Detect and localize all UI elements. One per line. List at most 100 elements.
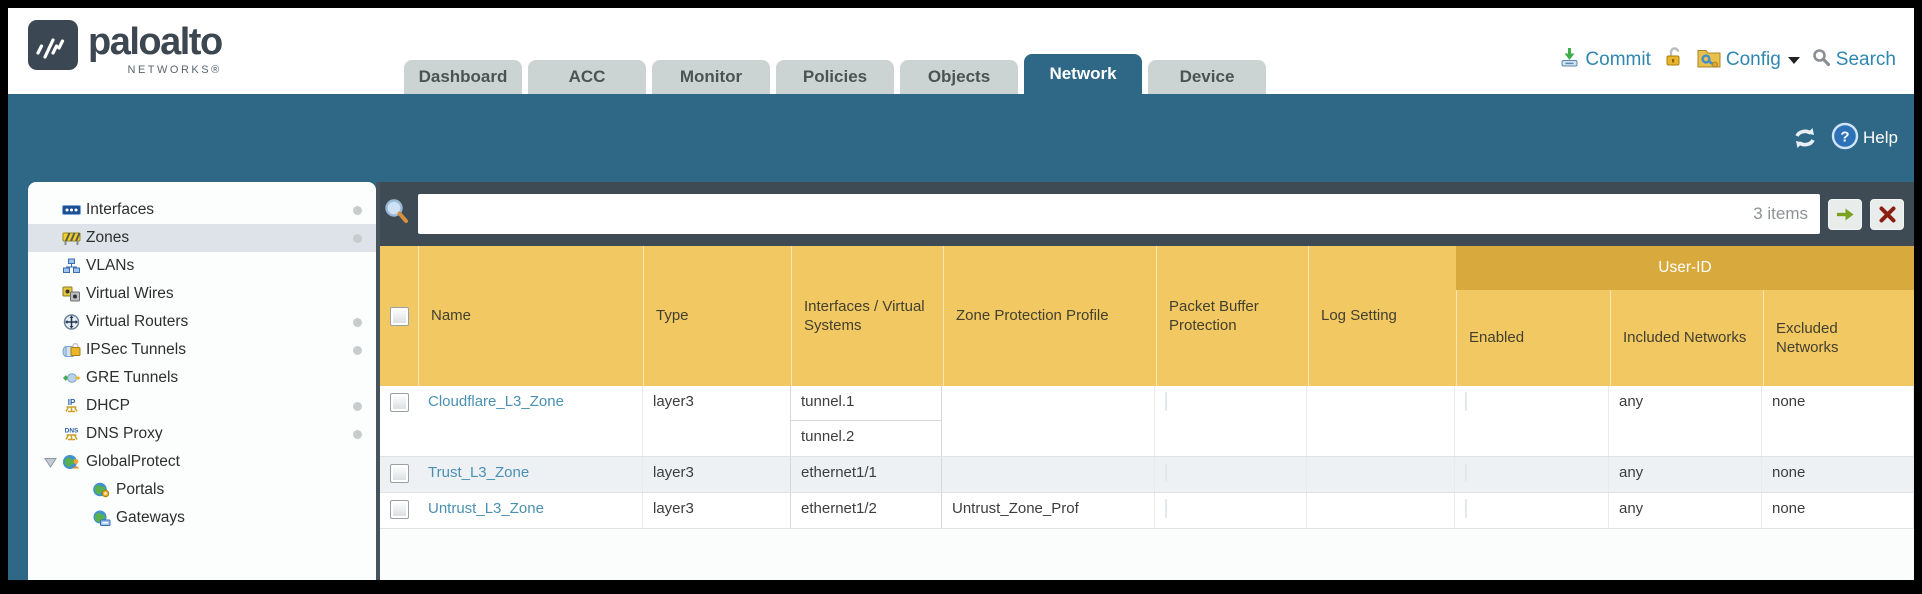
commit-label: Commit [1585,49,1651,70]
virtual-wires-icon [62,286,86,302]
sidebar-item-virtual-routers[interactable]: Virtual Routers [28,308,376,336]
row-checkbox[interactable] [389,393,409,412]
col-header-type[interactable]: Type [643,246,791,386]
help-icon: ? [1831,122,1859,155]
logo-subtext: NETWORKS® [127,64,222,76]
sidebar-item-interfaces[interactable]: Interfaces [28,196,376,224]
dhcp-icon: IP [62,398,86,414]
interface-item: ethernet1/1 [801,464,877,481]
zone-name-cell: Cloudflare_L3_Zone [418,386,643,456]
tab-policies[interactable]: Policies [776,60,894,94]
included-networks-cell: any [1609,457,1762,492]
user-id-enabled-checkbox [1465,499,1467,518]
row-select-cell [380,493,418,528]
sidebar-item-label: Zones [86,229,130,246]
refresh-icon[interactable] [1791,126,1819,150]
config-dropdown[interactable]: Config [1697,47,1800,74]
status-dot [353,401,362,411]
row-select-cell [380,386,418,456]
col-header-excluded-networks[interactable]: Excluded Networks [1763,246,1914,386]
tab-monitor[interactable]: Monitor [652,60,770,94]
row-checkbox[interactable] [389,500,409,519]
commit-button[interactable]: Commit [1559,47,1651,74]
svg-text:DNS: DNS [65,428,79,435]
included-networks-cell: any [1609,493,1762,528]
tab-acc[interactable]: ACC [528,60,646,94]
gateways-icon [92,510,116,526]
sidebar-item-label: Virtual Wires [86,285,174,302]
paloalto-logo: paloalto NETWORKS® [28,20,223,76]
col-header-zone-protection-profile[interactable]: Zone Protection Profile [943,246,1156,386]
item-count: 3 items [1753,204,1808,223]
help-button[interactable]: ? Help [1831,122,1898,155]
zone-name-link[interactable]: Cloudflare_L3_Zone [428,393,564,410]
user-id-enabled-cell [1455,457,1609,492]
help-label: Help [1863,128,1898,147]
packet-buffer-protection-cell [1155,493,1307,528]
sidebar-item-label: Virtual Routers [86,313,189,330]
sidebar-item-label: DHCP [86,397,130,414]
config-label: Config [1725,49,1781,70]
zones-table-header: Name Type Interfaces / Virtual Systems Z… [380,246,1914,386]
zone-name-link[interactable]: Trust_L3_Zone [428,464,530,481]
status-dot [353,429,362,439]
sidebar-item-label: VLANs [86,257,135,274]
col-header-included-networks[interactable]: Included Networks [1610,246,1763,386]
sidebar-item-ipsec-tunnels[interactable]: IPSec Tunnels [28,336,376,364]
sidebar-item-zones[interactable]: Zones [28,224,376,252]
select-all-checkbox[interactable] [389,306,409,326]
packet-buffer-checkbox [1165,499,1167,518]
row-select-cell [380,457,418,492]
sidebar-item-gre-tunnels[interactable]: GRE Tunnels [28,364,376,392]
sidebar-item-globalprotect[interactable]: GlobalProtect [28,448,376,476]
tab-objects[interactable]: Objects [900,60,1018,94]
svg-text:IP: IP [68,398,76,407]
excluded-networks-cell: none [1762,493,1914,528]
status-dot [353,233,362,243]
search-button[interactable]: Search [1812,48,1896,73]
status-dot [353,205,362,215]
col-header-interfaces[interactable]: Interfaces / Virtual Systems [791,246,943,386]
expander-icon[interactable] [44,457,62,468]
sidebar-item-dhcp[interactable]: IP DHCP [28,392,376,420]
col-header-packet-buffer-protection[interactable]: Packet Buffer Protection [1156,246,1308,386]
lock-icon[interactable] [1663,46,1685,74]
tab-network[interactable]: Network [1024,54,1142,94]
sidebar-item-label: GlobalProtect [86,453,180,470]
search-icon [1812,48,1831,73]
virtual-routers-icon [62,314,86,330]
sidebar-item-label: Portals [116,481,165,498]
sidebar-item-vlans[interactable]: VLANs [28,252,376,280]
tab-dashboard[interactable]: Dashboard [404,60,522,94]
search-label: Search [1835,49,1896,70]
user-id-enabled-checkbox [1465,463,1467,482]
apply-filter-button[interactable] [1828,198,1862,230]
zone-name-link[interactable]: Untrust_L3_Zone [428,500,544,517]
packet-buffer-protection-cell [1155,457,1307,492]
col-header-enabled[interactable]: Enabled [1456,246,1610,386]
zone-protection-profile-cell: Untrust_Zone_Prof [942,493,1155,528]
clear-filter-button[interactable] [1870,198,1904,230]
interfaces-cell: ethernet1/1 [790,457,942,492]
col-header-name[interactable]: Name [418,246,643,386]
sidebar-item-gateways[interactable]: Gateways [28,504,376,532]
col-header-log-setting[interactable]: Log Setting [1308,246,1456,386]
sidebar-item-virtual-wires[interactable]: Virtual Wires [28,280,376,308]
sidebar-item-portals[interactable]: Portals [28,476,376,504]
ipsec-tunnels-icon [62,342,86,358]
excluded-networks-cell: none [1762,457,1914,492]
sidebar-divider [376,182,380,580]
page-toolbar: ? Help [8,94,1914,182]
commit-icon [1559,47,1580,74]
row-checkbox[interactable] [389,464,409,483]
config-icon [1697,47,1721,74]
tab-device[interactable]: Device [1148,60,1266,94]
filter-input[interactable] [430,205,1754,223]
